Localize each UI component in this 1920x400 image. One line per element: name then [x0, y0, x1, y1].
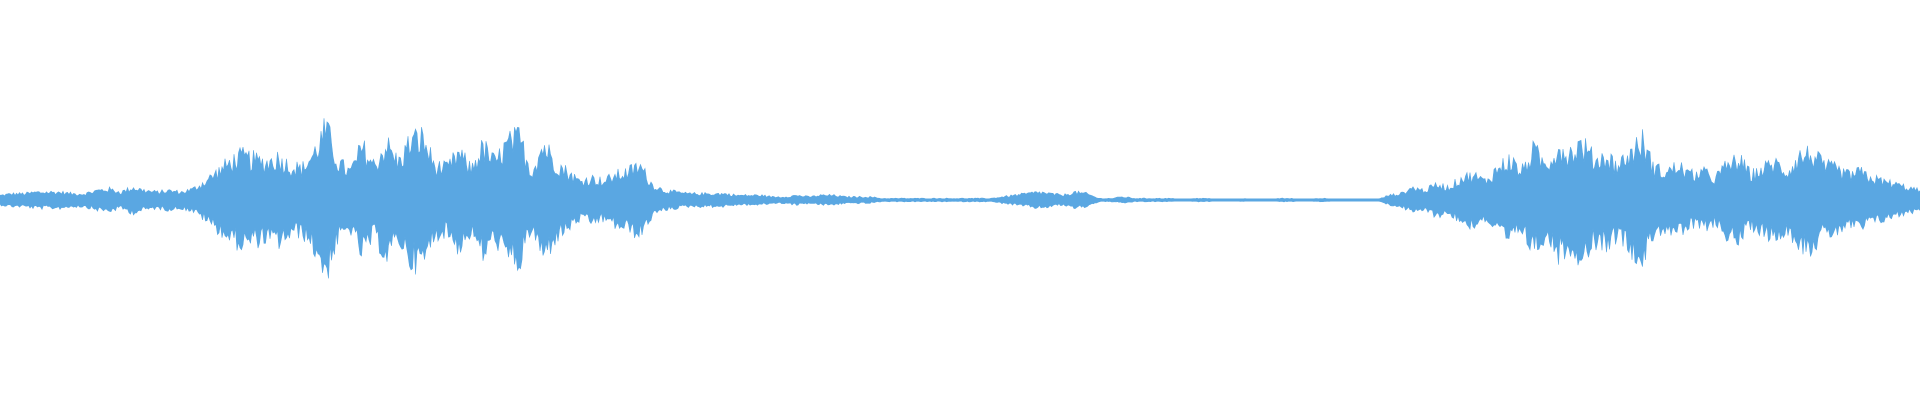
waveform-shape: [0, 118, 1920, 279]
